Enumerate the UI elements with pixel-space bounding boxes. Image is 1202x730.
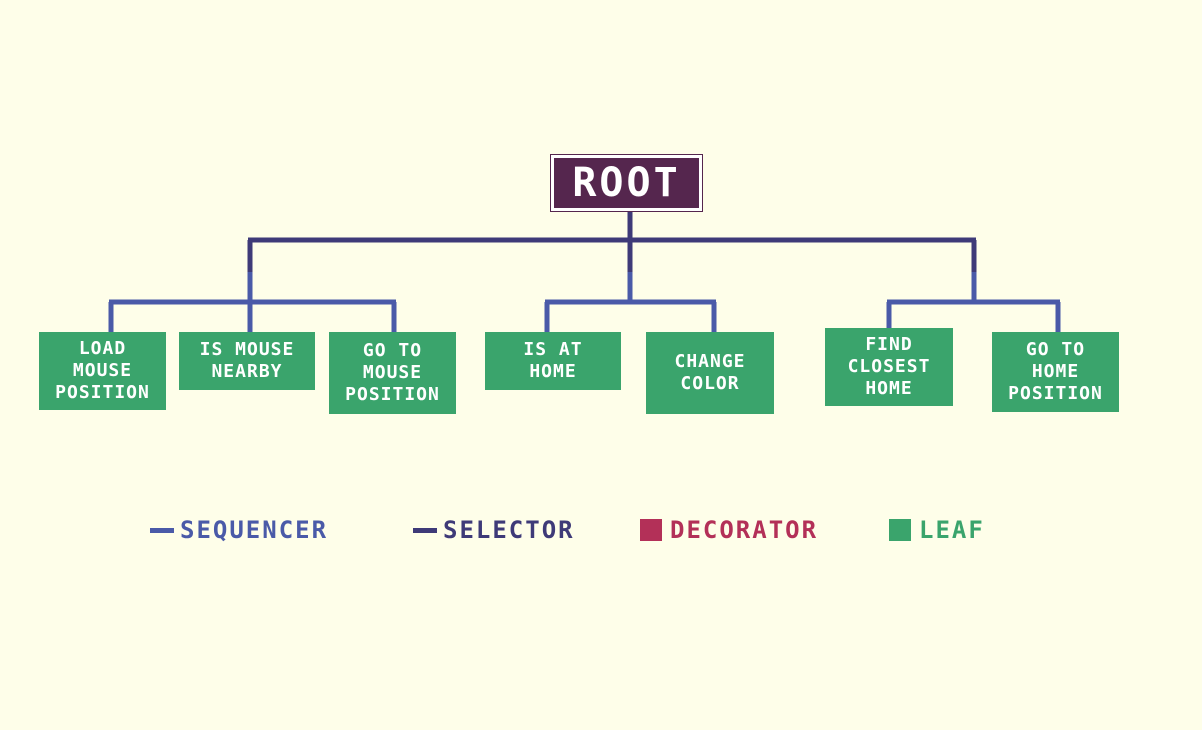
leaf-is-mouse-nearby: IS MOUSE NEARBY	[179, 332, 315, 390]
leaf-square-icon	[889, 519, 911, 541]
selector-edges	[247, 210, 977, 272]
decorator-square-icon	[640, 519, 662, 541]
leaf-go-to-mouse-position: GO TO MOUSE POSITION	[329, 332, 456, 414]
legend-leaf: LEAF	[889, 516, 985, 544]
leaf-go-to-home-position: GO TO HOME POSITION	[992, 332, 1119, 412]
legend-selector: SELECTOR	[413, 516, 575, 544]
legend-decorator-label: DECORATOR	[670, 516, 819, 544]
legend-leaf-label: LEAF	[919, 516, 985, 544]
selector-line-icon	[413, 527, 437, 533]
root-node: ROOT	[550, 154, 703, 212]
leaf-load-mouse-position: LOAD MOUSE POSITION	[39, 332, 166, 410]
legend-sequencer: SEQUENCER	[150, 516, 328, 544]
leaf-find-closest-home: FIND CLOSEST HOME	[825, 328, 953, 406]
leaf-is-at-home: IS AT HOME	[485, 332, 621, 390]
sequencer-line-icon	[150, 527, 174, 533]
legend-decorator: DECORATOR	[640, 516, 818, 544]
sequencer-edges	[108, 272, 1061, 334]
legend-selector-label: SELECTOR	[443, 516, 575, 544]
leaf-change-color: CHANGE COLOR	[646, 332, 774, 414]
legend-sequencer-label: SEQUENCER	[180, 516, 329, 544]
